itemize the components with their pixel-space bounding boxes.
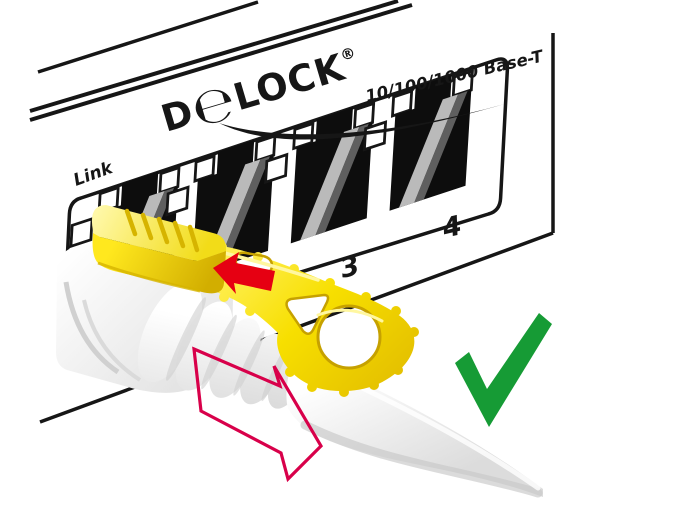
chassis-top-edge	[37, 0, 259, 74]
key-ring-hole-rim	[316, 304, 382, 370]
green-checkmark-icon	[455, 313, 552, 427]
key-ring-highlight	[316, 308, 384, 323]
chassis-groove-line-upper	[29, 0, 399, 113]
red-outline-arrow-icon	[192, 346, 324, 483]
chassis-groove-line-lower	[29, 3, 413, 122]
port-sheen	[399, 94, 459, 208]
port-led-square	[264, 152, 289, 185]
brand-registered-mark: ®	[338, 43, 358, 65]
port-tab-square	[193, 154, 216, 183]
lock-cap-front	[92, 233, 226, 294]
key-triangle-rim	[285, 293, 330, 335]
connector-boot	[137, 281, 309, 409]
port-led-square	[69, 216, 94, 249]
connector-shading	[63, 281, 120, 375]
link-label: Link	[71, 158, 117, 191]
boot-rib-shadow	[201, 314, 237, 390]
rj45-port-3	[264, 101, 376, 244]
lock-cap-grip-ridges	[124, 208, 200, 253]
port-sheen	[300, 126, 360, 241]
boot-rib-shadow	[166, 297, 206, 381]
red-solid-arrow-icon	[213, 252, 275, 294]
port-sheen-dark	[216, 156, 270, 268]
port-led-square	[165, 185, 190, 217]
port-led-square	[362, 120, 388, 152]
boot-rib-shadow	[233, 330, 265, 396]
port-sheen-dark	[414, 91, 468, 203]
lock-cap-top	[91, 205, 227, 261]
rj45-port-4	[362, 69, 474, 211]
brand-swoosh	[219, 101, 515, 140]
lock-cap-bottom-shadow	[97, 261, 201, 293]
cable-bottom-shadow	[300, 420, 543, 498]
security-lock-cap	[91, 205, 227, 294]
connector-shading	[82, 299, 142, 382]
port-sheen-dark	[315, 123, 369, 236]
